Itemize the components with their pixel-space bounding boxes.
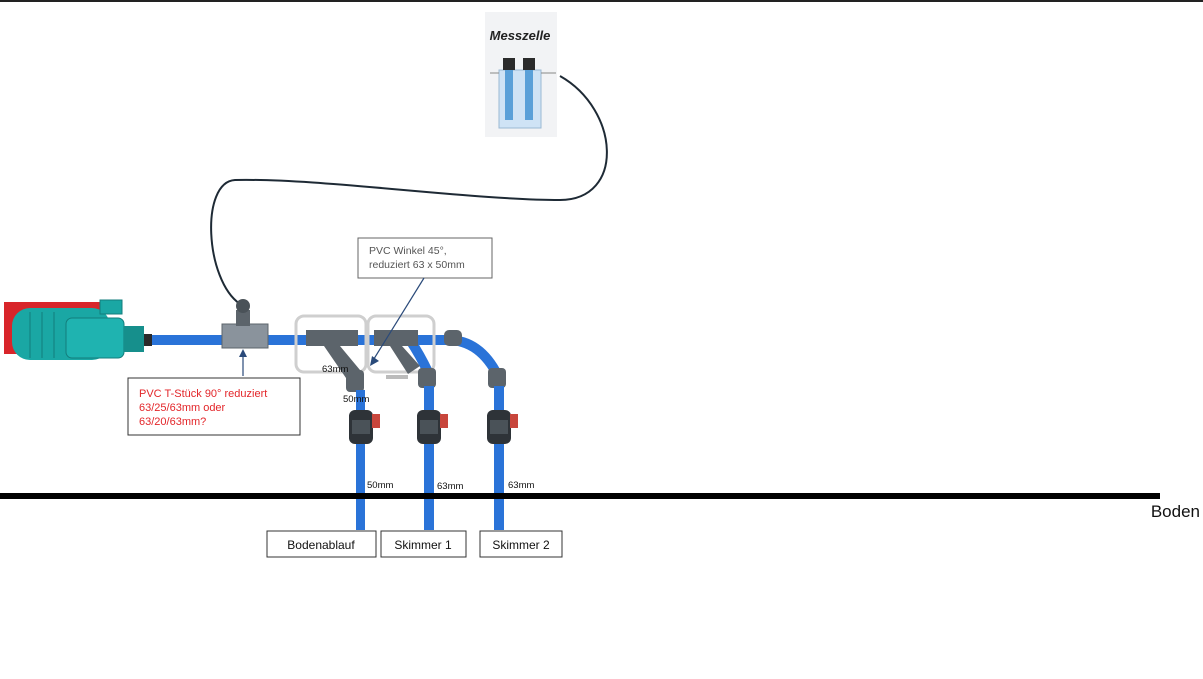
- pipe-skimmer1: [424, 386, 434, 530]
- valve-handle[interactable]: [440, 414, 448, 428]
- outlet-label-drain: Bodenablauf: [287, 538, 355, 552]
- electrode-right: [525, 68, 533, 120]
- elbow-skimmer2: [488, 368, 506, 388]
- pump-outlet: [124, 326, 144, 352]
- valve-nut: [352, 420, 370, 434]
- sample-hose: [210, 75, 608, 305]
- pump: [4, 299, 152, 360]
- measuring-cell-title: Messzelle: [490, 28, 551, 43]
- outlet-box-skimmer1: [380, 530, 467, 558]
- tee-note-box: [127, 377, 301, 436]
- tee-note-line: 63/25/63mm oder: [139, 402, 226, 414]
- tee-branch-cap: [236, 299, 250, 313]
- elbow-skimmer1: [418, 368, 436, 388]
- pump-inlet: [99, 299, 123, 315]
- ball-valve-skimmer1[interactable]: [417, 410, 448, 444]
- outlet-box-drain: [266, 530, 377, 558]
- ball-valve-drain[interactable]: [349, 410, 380, 444]
- elbow-note-line: PVC Winkel 45°,: [369, 245, 447, 257]
- outlet-label-skimmer2: Skimmer 2: [492, 538, 550, 552]
- floor-line: [0, 493, 1160, 499]
- ball-valve-skimmer2[interactable]: [487, 410, 518, 444]
- wye-mark: [386, 375, 408, 379]
- elbow-90-top: [444, 330, 462, 346]
- pump-housing: [65, 317, 125, 359]
- outlet-box-skimmer2: [479, 530, 563, 558]
- tee-branch: [236, 310, 250, 326]
- pipe-skimmer2: [494, 386, 504, 530]
- dim-label: 63mm: [322, 364, 348, 375]
- measuring-cell: Messzelle: [485, 12, 557, 137]
- floor-label: Boden: [1151, 502, 1200, 521]
- dim-label: 63mm: [508, 480, 534, 491]
- electrode-cap-right: [523, 58, 535, 70]
- outlet-label-skimmer1: Skimmer 1: [394, 538, 452, 552]
- elbow-note-box: [357, 237, 493, 279]
- tee-note-line: 63/20/63mm?: [139, 416, 206, 428]
- tee-body: [221, 323, 269, 349]
- valve-nut: [490, 420, 508, 434]
- pipe-drain: [356, 390, 365, 530]
- arrowhead-icon: [370, 356, 379, 366]
- tee-note-line: PVC T-Stück 90° reduziert: [139, 388, 267, 400]
- wye-highlight-1: [294, 314, 368, 374]
- dim-label: 50mm: [367, 480, 393, 491]
- elbow-note-line: reduziert 63 x 50mm: [369, 259, 465, 271]
- valve-handle[interactable]: [510, 414, 518, 428]
- pump-coupling: [144, 334, 152, 346]
- tee-fitting: [221, 299, 269, 349]
- elbow-callout-arrow: [371, 277, 425, 363]
- wye-body-1: [306, 330, 360, 378]
- electrode-left: [505, 68, 513, 120]
- arrowhead-icon: [239, 349, 247, 357]
- main-pipe: [152, 335, 452, 345]
- reducer-elbow-drain: [346, 370, 364, 392]
- valve-nut: [420, 420, 438, 434]
- wye-fitting-1: [294, 314, 368, 378]
- electrode-cap-left: [503, 58, 515, 70]
- valve-handle[interactable]: [372, 414, 380, 428]
- dim-label: 63mm: [437, 481, 463, 492]
- dim-label: 50mm: [343, 394, 369, 405]
